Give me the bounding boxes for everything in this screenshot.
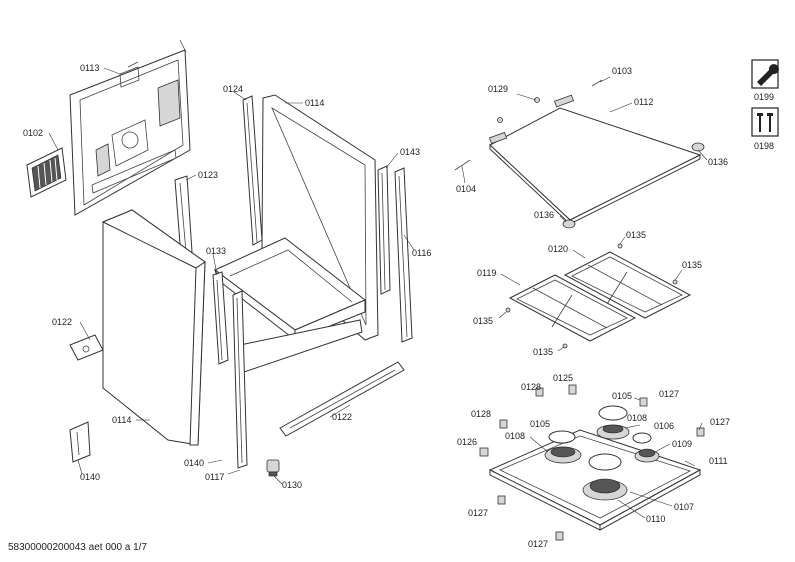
foot-0130 xyxy=(266,459,280,477)
bracket-0122-bottom xyxy=(279,361,405,437)
label-0128b: 0128 xyxy=(471,409,491,419)
screws-icon xyxy=(751,107,779,137)
label-0122a: 0122 xyxy=(52,317,72,327)
clip-0126 xyxy=(479,447,489,457)
bracket-0140 xyxy=(69,421,91,463)
label-0106: 0106 xyxy=(654,421,674,431)
label-0127c: 0127 xyxy=(468,508,488,518)
label-0143: 0143 xyxy=(400,147,420,157)
strip-0123 xyxy=(174,175,193,257)
label-0129: 0129 xyxy=(488,84,508,94)
label-0130: 0130 xyxy=(282,480,302,490)
label-0135a: 0135 xyxy=(626,230,646,240)
label-0128a: 0128 xyxy=(521,382,541,392)
post-0117 xyxy=(232,290,248,469)
label-0126: 0126 xyxy=(457,437,477,447)
label-0136b: 0136 xyxy=(534,210,554,220)
burner-0107-large xyxy=(582,453,628,501)
burner-0105-right xyxy=(596,405,630,440)
label-0111: 0111 xyxy=(709,456,728,466)
label-0103: 0103 xyxy=(612,66,632,76)
label-0116: 0116 xyxy=(412,248,431,258)
label-0198: 0198 xyxy=(754,141,774,151)
label-0104: 0104 xyxy=(456,184,476,194)
pin-0104 xyxy=(454,159,471,171)
label-0105a: 0105 xyxy=(612,391,632,401)
post-0133 xyxy=(212,271,229,365)
glass-lid-0112 xyxy=(488,94,702,226)
buffer-0136a xyxy=(691,142,705,152)
bracket-0122-left xyxy=(69,334,104,361)
foot-0135b xyxy=(672,279,678,285)
clip-0127b xyxy=(696,427,705,437)
label-0140b: 0140 xyxy=(80,472,100,482)
label-0120: 0120 xyxy=(548,244,568,254)
rail-0143 xyxy=(377,165,391,295)
label-0127b: 0127 xyxy=(710,417,730,427)
label-0102: 0102 xyxy=(23,128,43,138)
label-0119: 0119 xyxy=(477,268,496,278)
pin-0103 xyxy=(591,79,603,87)
label-0136a: 0136 xyxy=(708,157,728,167)
label-0199: 0199 xyxy=(754,92,774,102)
pan-support-0120 xyxy=(563,251,692,319)
label-0125: 0125 xyxy=(553,373,573,383)
label-0107: 0107 xyxy=(674,502,694,512)
clip-0128a xyxy=(535,387,544,397)
burner-0106 xyxy=(632,432,660,463)
foot-0135a xyxy=(617,243,623,249)
label-0135c: 0135 xyxy=(473,316,493,326)
label-0117: 0117 xyxy=(205,472,224,482)
clip-0127d xyxy=(555,531,564,541)
label-0114b: 0114 xyxy=(112,415,131,425)
rail-0116 xyxy=(394,167,413,343)
pin-0129a xyxy=(534,97,540,103)
clip-0128b xyxy=(499,419,508,429)
clip-0127a xyxy=(639,397,648,407)
label-0140a: 0140 xyxy=(184,458,204,468)
label-0105b: 0105 xyxy=(530,419,550,429)
clip-0125 xyxy=(568,384,577,395)
pin-0129b xyxy=(497,117,503,123)
vertical-rail-0124 xyxy=(242,95,263,246)
label-0109: 0109 xyxy=(672,439,692,449)
label-0124: 0124 xyxy=(223,84,243,94)
label-0127a: 0127 xyxy=(659,389,679,399)
label-0123: 0123 xyxy=(198,170,218,180)
leader-lines xyxy=(48,67,708,519)
document-id: 58300000200043 aet 000 a 1/7 xyxy=(8,542,148,553)
clip-0127c xyxy=(497,495,506,505)
pan-support-0119 xyxy=(508,274,637,342)
side-panel-0114 xyxy=(101,209,206,446)
wrench-icon xyxy=(751,59,779,89)
foot-0135c xyxy=(505,307,511,313)
label-0135b: 0135 xyxy=(682,260,702,270)
label-0127d: 0127 xyxy=(528,539,548,549)
label-0113: 0113 xyxy=(80,63,99,73)
label-0122b: 0122 xyxy=(332,412,352,422)
rear-panel-0113 xyxy=(69,39,191,216)
part-labels: 0113 0102 0124 0114 0143 0123 0116 0133 … xyxy=(23,63,774,549)
burner-0105-left xyxy=(544,430,582,464)
label-0108b: 0108 xyxy=(505,431,525,441)
label-0112: 0112 xyxy=(634,97,653,107)
bottom-tray xyxy=(214,237,366,373)
label-0114a: 0114 xyxy=(305,98,324,108)
label-0135d: 0135 xyxy=(533,347,553,357)
label-0108a: 0108 xyxy=(627,413,647,423)
label-0133: 0133 xyxy=(206,246,226,256)
vent-grille-0102 xyxy=(26,147,67,198)
label-0110: 0110 xyxy=(646,514,665,524)
